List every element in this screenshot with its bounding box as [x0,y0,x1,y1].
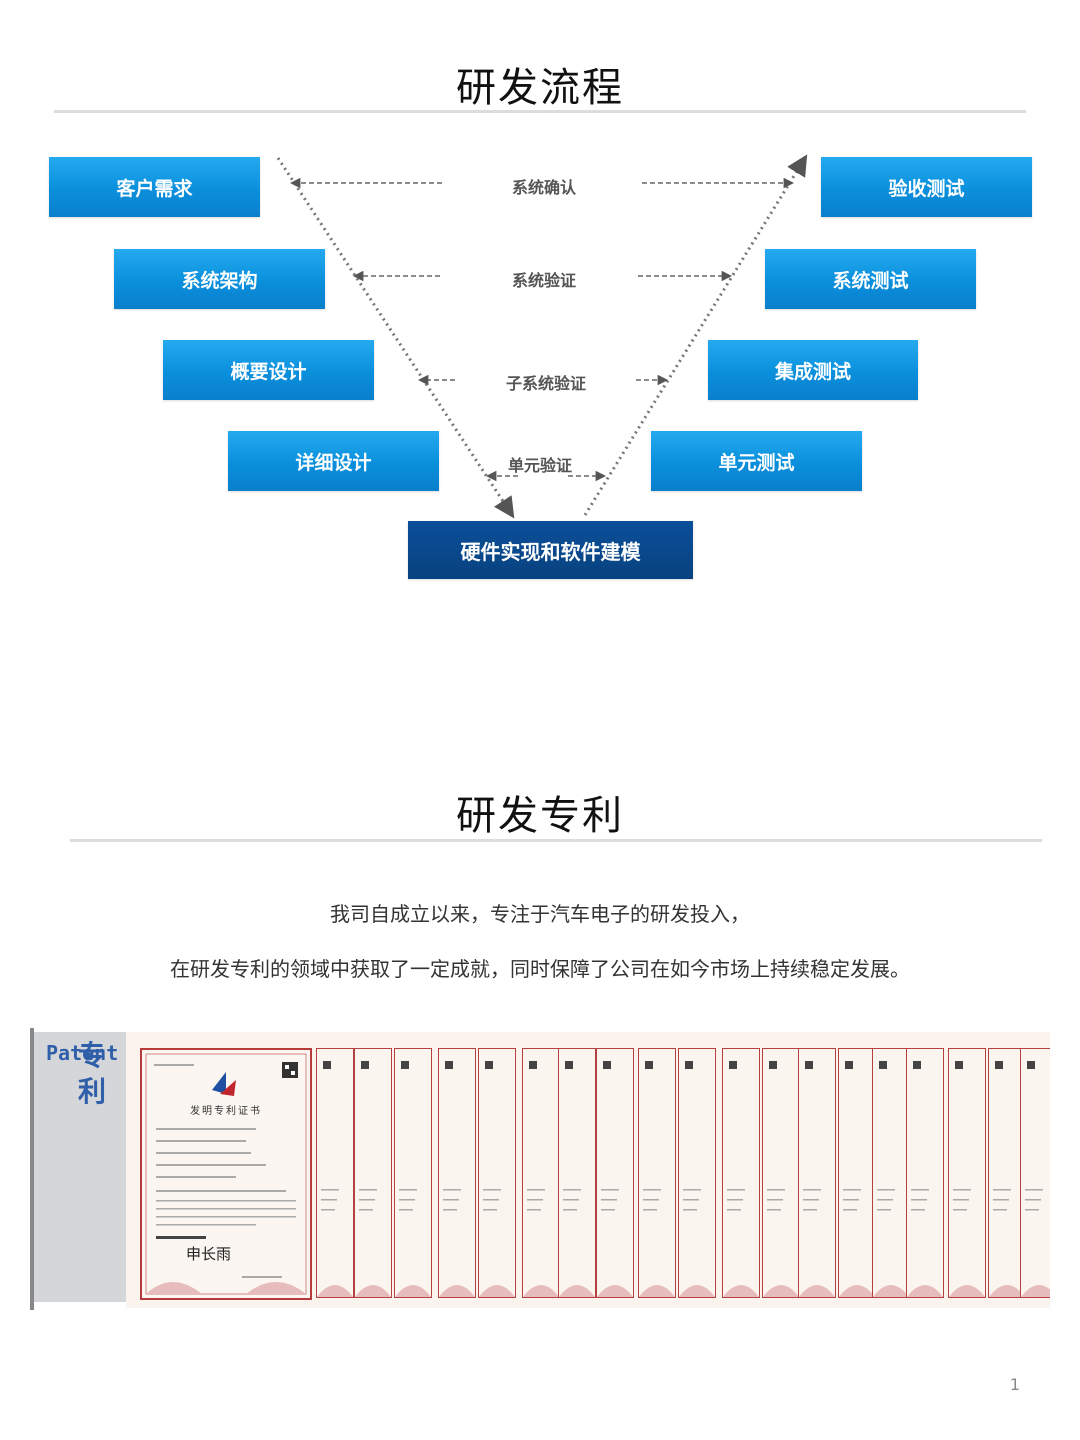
box-customer-requirements: 客户需求 [49,157,260,217]
patent-side-label: Patent 专利 [34,1032,126,1302]
patent-paragraph-2: 在研发专利的领域中获取了一定成就，同时保障了公司在如今市场上持续稳定发展。 [170,957,910,981]
process-title-rule [54,110,1026,113]
certificate-sheet [354,1048,392,1298]
certificate-sheet [678,1048,716,1298]
process-title: 研发流程 [456,65,624,111]
box-hardware-software-modeling: 硬件实现和软件建模 [408,521,693,579]
certificate-sheet [438,1048,476,1298]
label-subsystem-verification: 子系统验证 [506,374,587,393]
side-label-en: Patent [46,1041,119,1065]
certificate-sheet [872,1048,910,1298]
patent-certificate-front: 发明专利证书 申长雨 [140,1048,312,1300]
v-model-connectors [276,154,808,519]
box-overview-design: 概要设计 [163,340,374,400]
certificate-sheet [906,1048,944,1298]
v-right-diagonal [583,154,808,516]
patent-title: 研发专利 [456,793,624,839]
box-system-test: 系统测试 [765,249,976,309]
box-unit-test: 单元测试 [651,431,862,491]
certificates-area: 发明专利证书 申长雨 [126,1032,1050,1308]
v-left-diagonal [276,157,515,519]
side-label-cn: 专利 [78,1039,107,1108]
certificate-sheet [762,1048,800,1298]
certificate-decoration [145,1053,307,1295]
patent-paragraph-1: 我司自成立以来，专注于汽车电子的研发投入， [330,902,750,926]
label-unit-verification: 单元验证 [508,456,573,475]
certificate-sheet [522,1048,560,1298]
certificate-sheet [1020,1048,1050,1298]
certificate-signature: 申长雨 [186,1245,232,1263]
patent-certificate-strip: Patent 专利 [30,1028,1050,1310]
label-system-verification: 系统验证 [512,271,577,290]
certificate-sheet [596,1048,634,1298]
certificate-title: 发明专利证书 [190,1106,262,1117]
box-system-architecture: 系统架构 [114,249,325,309]
box-acceptance-test: 验收测试 [821,157,1032,217]
certificate-sheet [948,1048,986,1298]
certificate-sheet [478,1048,516,1298]
certificate-sheet [558,1048,596,1298]
box-integration-test: 集成测试 [708,340,918,400]
certificate-sheet [798,1048,836,1298]
strip-accent-bar [30,1028,34,1310]
certificate-sheet [988,1048,1026,1298]
certificate-sheet [722,1048,760,1298]
label-system-confirmation: 系统确认 [512,178,577,197]
certificate-sheet [316,1048,354,1298]
patent-title-rule [70,839,1042,842]
page-number: 1 [1009,1375,1020,1394]
certificate-sheet [394,1048,432,1298]
certificate-sheet [638,1048,676,1298]
box-detailed-design: 详细设计 [228,431,439,491]
certificate-sheet [838,1048,876,1298]
